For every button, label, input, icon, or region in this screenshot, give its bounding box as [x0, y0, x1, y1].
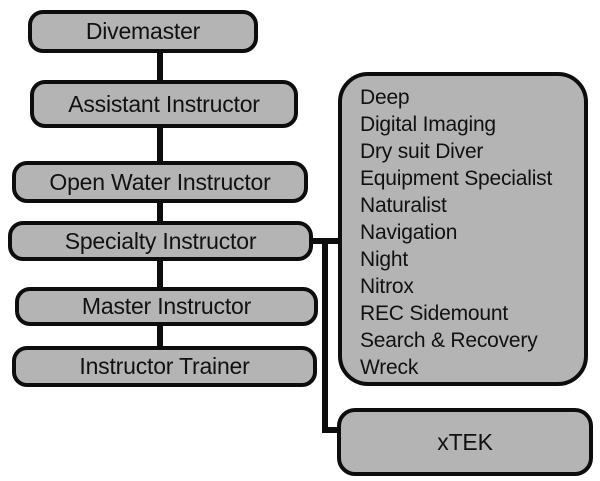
specialty-item-dry-suit-diver: Dry suit Diver — [360, 140, 484, 163]
specialty-item-navigation: Navigation — [360, 221, 458, 244]
specialties-panel: Deep Digital Imaging Dry suit Diver Equi… — [338, 72, 588, 386]
specialty-item-equipment-specialist: Equipment Specialist — [360, 167, 553, 190]
connector-right-vertical — [322, 238, 328, 433]
specialty-item-night: Night — [360, 248, 409, 271]
connector-to-xtek — [322, 427, 340, 433]
node-open-water-instructor: Open Water Instructor — [12, 161, 308, 203]
specialty-item-search-recovery: Search & Recovery — [360, 329, 538, 352]
specialty-item-deep: Deep — [360, 86, 410, 109]
node-xtek: xTEK — [337, 408, 593, 476]
specialty-item-digital-imaging: Digital Imaging — [360, 113, 496, 136]
node-instructor-trainer: Instructor Trainer — [12, 346, 317, 387]
node-specialty-instructor: Specialty Instructor — [8, 221, 313, 261]
specialty-item-nitrox: Nitrox — [360, 275, 414, 298]
node-assistant-instructor: Assistant Instructor — [30, 80, 298, 128]
specialty-item-wreck: Wreck — [360, 356, 419, 379]
specialty-item-rec-sidemount: REC Sidemount — [360, 302, 508, 325]
node-divemaster: Divemaster — [28, 10, 258, 53]
node-master-instructor: Master Instructor — [15, 287, 318, 326]
specialty-item-naturalist: Naturalist — [360, 194, 447, 217]
